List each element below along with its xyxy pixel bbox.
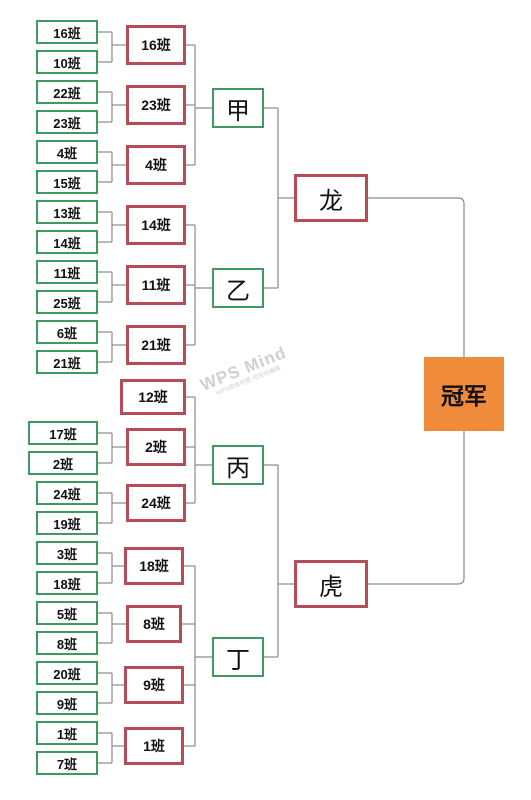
leaf-team-box[interactable]: 17班 — [28, 421, 98, 445]
round2-team-box[interactable]: 2班 — [126, 428, 186, 466]
round2-team-box[interactable]: 18班 — [124, 547, 184, 585]
group-box-jia[interactable]: 甲 — [212, 88, 264, 128]
leaf-team-box[interactable]: 1班 — [36, 721, 98, 745]
leaf-team-box[interactable]: 16班 — [36, 20, 98, 44]
round2-team-box[interactable]: 12班 — [120, 379, 186, 415]
leaf-team-box[interactable]: 23班 — [36, 110, 98, 134]
leaf-team-box[interactable]: 22班 — [36, 80, 98, 104]
leaf-team-box[interactable]: 4班 — [36, 140, 98, 164]
leaf-team-box[interactable]: 10班 — [36, 50, 98, 74]
round2-team-box[interactable]: 16班 — [126, 25, 186, 65]
round2-team-box[interactable]: 1班 — [124, 727, 184, 765]
round2-team-box[interactable]: 9班 — [124, 666, 184, 704]
leaf-team-box[interactable]: 11班 — [36, 260, 98, 284]
leaf-team-box[interactable]: 24班 — [36, 481, 98, 505]
group-box-ding[interactable]: 丁 — [212, 637, 264, 677]
round2-team-box[interactable]: 23班 — [126, 85, 186, 125]
round2-team-box[interactable]: 8班 — [126, 605, 182, 643]
leaf-team-box[interactable]: 19班 — [36, 511, 98, 535]
round2-team-box[interactable]: 21班 — [126, 325, 186, 365]
leaf-team-box[interactable]: 18班 — [36, 571, 98, 595]
group-box-yi[interactable]: 乙 — [212, 268, 264, 308]
round2-team-box[interactable]: 4班 — [126, 145, 186, 185]
leaf-team-box[interactable]: 8班 — [36, 631, 98, 655]
leaf-team-box[interactable]: 6班 — [36, 320, 98, 344]
leaf-team-box[interactable]: 21班 — [36, 350, 98, 374]
round2-team-box[interactable]: 14班 — [126, 205, 186, 245]
round2-team-box[interactable]: 24班 — [126, 484, 186, 522]
leaf-team-box[interactable]: 9班 — [36, 691, 98, 715]
leaf-team-box[interactable]: 25班 — [36, 290, 98, 314]
leaf-team-box[interactable]: 13班 — [36, 200, 98, 224]
leaf-team-box[interactable]: 15班 — [36, 170, 98, 194]
champion-box[interactable]: 冠军 — [424, 357, 504, 431]
semifinal-box-long[interactable]: 龙 — [294, 174, 368, 222]
leaf-team-box[interactable]: 2班 — [28, 451, 98, 475]
leaf-team-box[interactable]: 7班 — [36, 751, 98, 775]
group-box-bing[interactable]: 丙 — [212, 445, 264, 485]
round2-team-box[interactable]: 11班 — [126, 265, 186, 305]
leaf-team-box[interactable]: 5班 — [36, 601, 98, 625]
leaf-team-box[interactable]: 14班 — [36, 230, 98, 254]
leaf-team-box[interactable]: 20班 — [36, 661, 98, 685]
leaf-team-box[interactable]: 3班 — [36, 541, 98, 565]
semifinal-box-hu[interactable]: 虎 — [294, 560, 368, 608]
